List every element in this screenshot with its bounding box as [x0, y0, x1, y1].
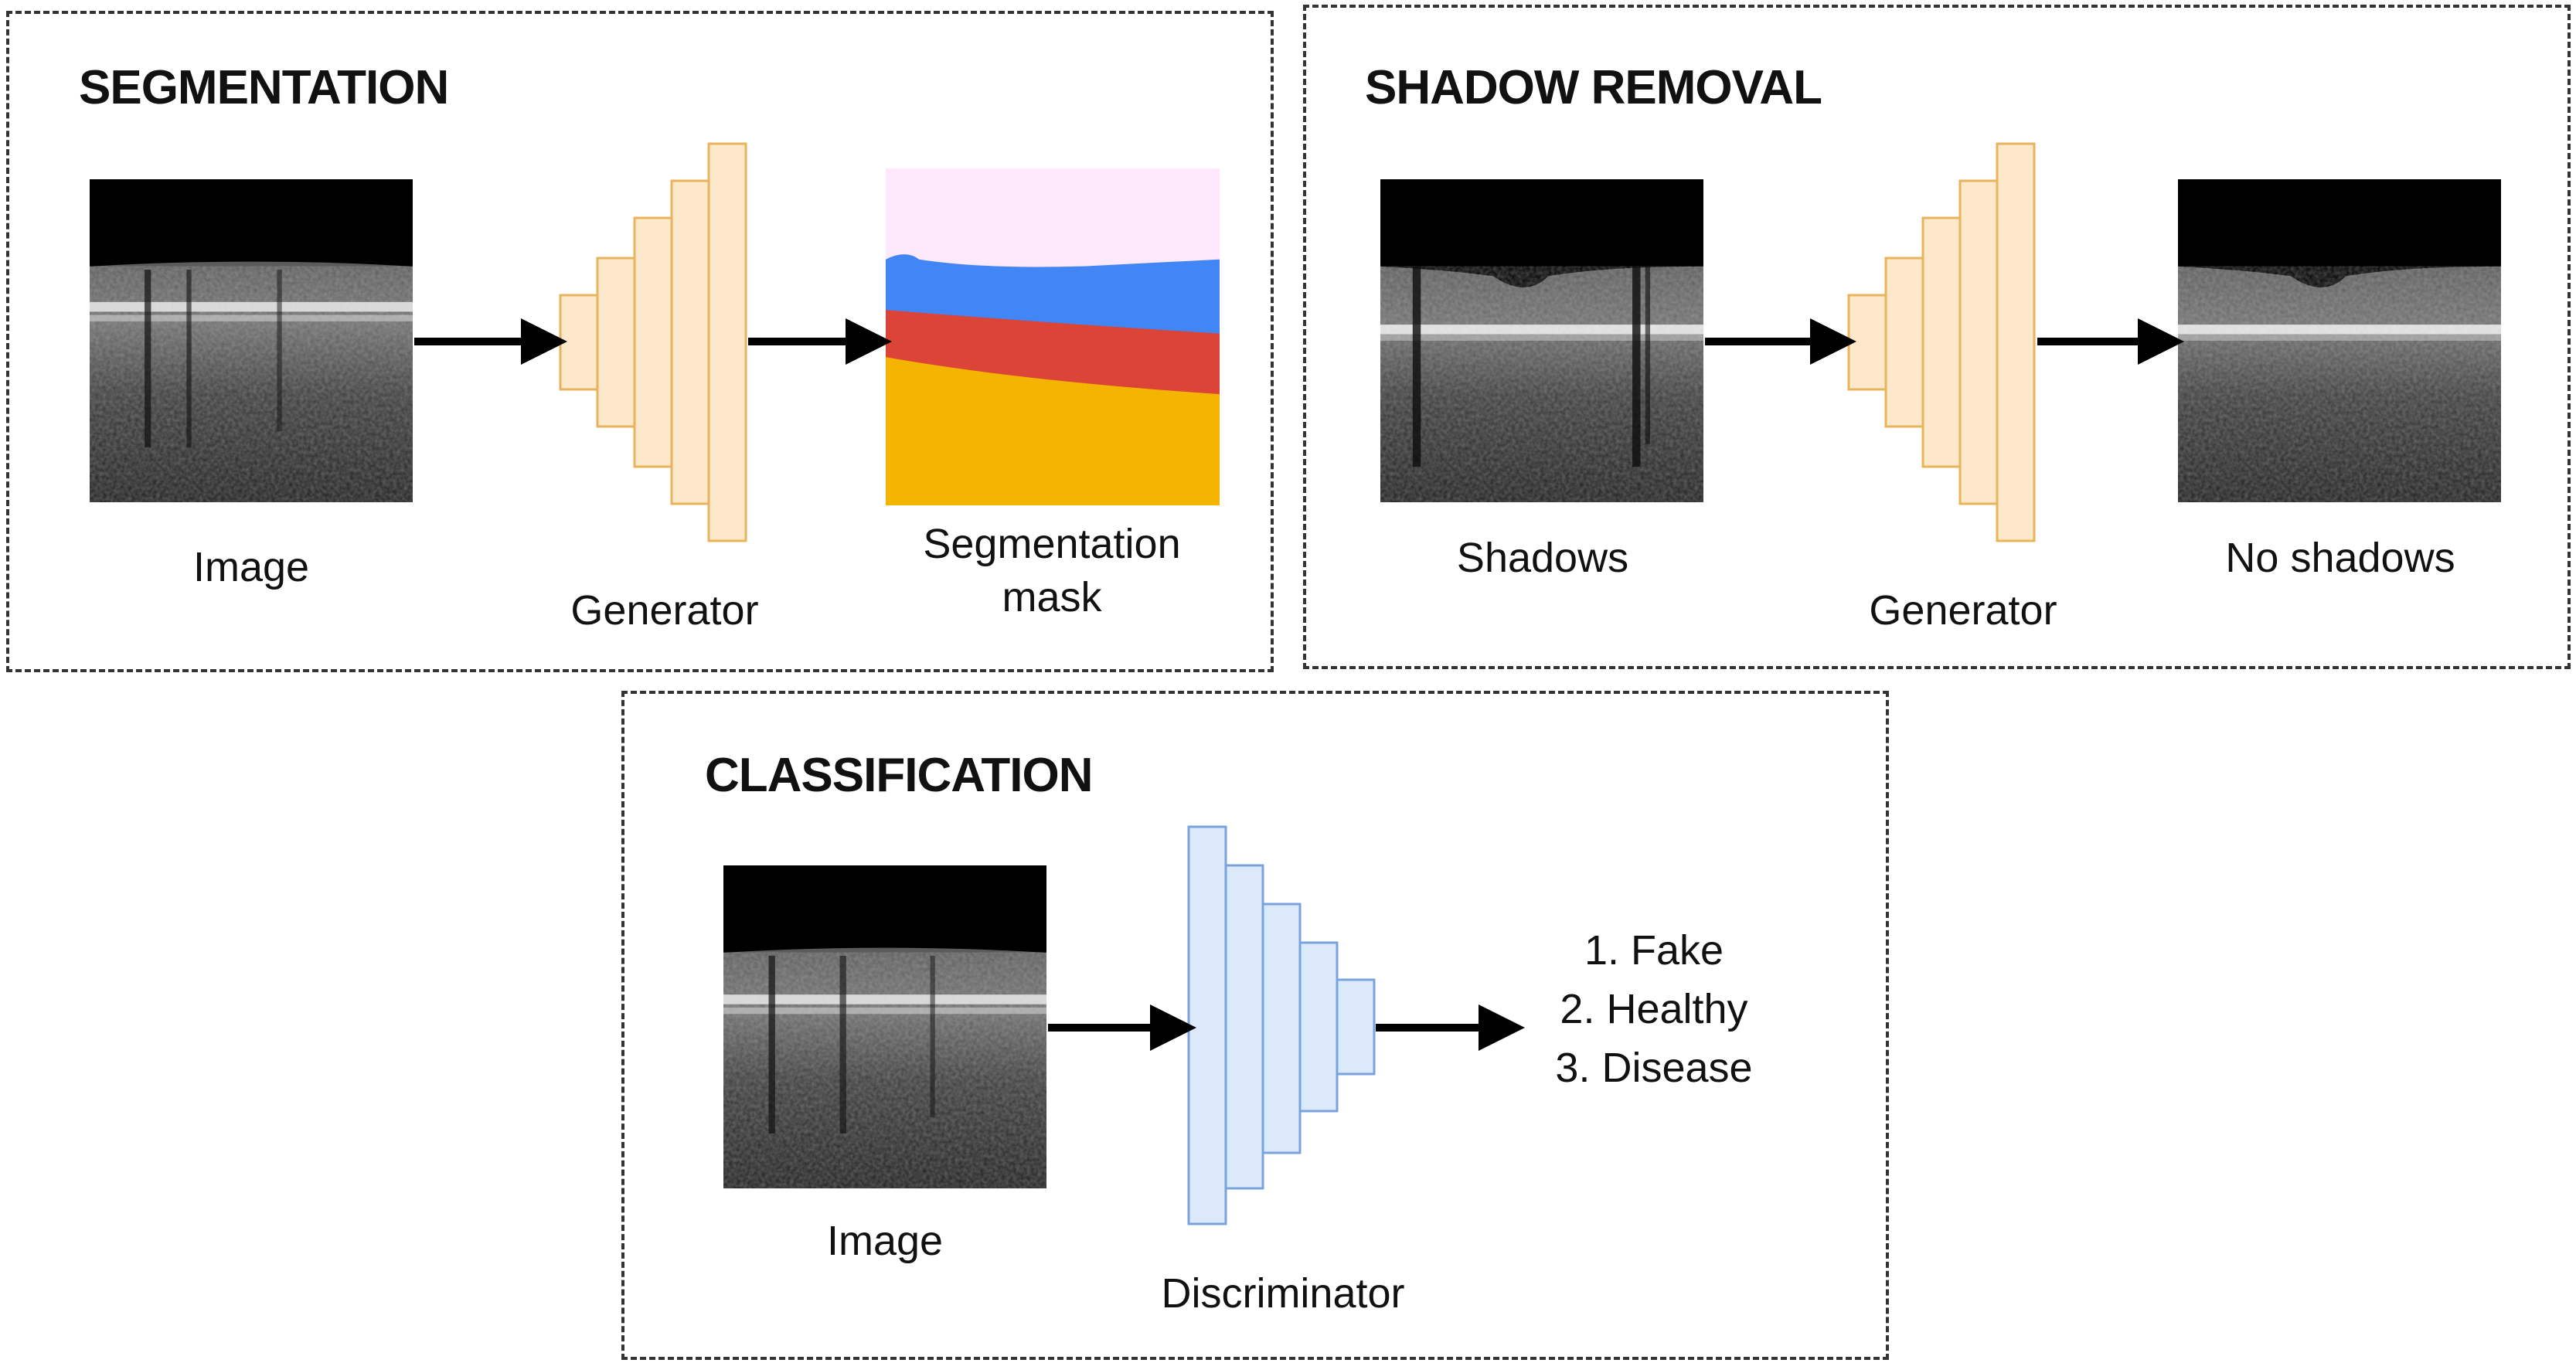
- generator-layer-5: [707, 142, 747, 542]
- generator-layer-4: [670, 179, 710, 505]
- shadow-output-label: No shadows: [2225, 535, 2455, 581]
- classification-output-list: 1. Fake 2. Healthy 3. Disease: [1530, 921, 1778, 1097]
- output-item-disease: 3. Disease: [1555, 1045, 1753, 1091]
- segmentation-input-image: [90, 179, 413, 502]
- discriminator-layer-3: [1261, 902, 1302, 1154]
- classification-input-image: [723, 865, 1046, 1188]
- segmentation-network-label: Generator: [570, 587, 759, 634]
- classification-input-label: Image: [826, 1218, 944, 1264]
- generator-layer-3: [1921, 216, 1962, 468]
- mask-layer-yellow: [886, 357, 1220, 505]
- shadow-input-image: [1380, 179, 1703, 502]
- generator-layer-2: [1884, 257, 1924, 428]
- segmentation-output-label-line1: Segmentation: [923, 521, 1181, 567]
- output-item-fake: 1. Fake: [1584, 927, 1724, 974]
- generator-layer-4: [1958, 179, 1999, 505]
- shadow-input-label: Shadows: [1456, 535, 1629, 581]
- generator-layer-3: [633, 216, 673, 468]
- segmentation-output-label: Segmentation mask: [870, 518, 1234, 624]
- segmentation-input-label: Image: [192, 544, 310, 590]
- discriminator-layer-5: [1336, 978, 1376, 1076]
- segmentation-output-label-line2: mask: [1002, 574, 1102, 621]
- output-item-healthy: 2. Healthy: [1560, 986, 1748, 1032]
- classification-panel: CLASSIFICATION: [621, 691, 1889, 1360]
- classification-network-label: Discriminator: [1161, 1270, 1405, 1317]
- shadow-network-label: Generator: [1869, 587, 2057, 634]
- generator-layer-5: [1996, 142, 2036, 542]
- segmentation-panel: SEGMENTATION: [6, 11, 1274, 672]
- shadow-removal-panel: SHADOW REMOVAL: [1303, 5, 2571, 669]
- classification-title: CLASSIFICATION: [705, 749, 1093, 802]
- discriminator-layer-2: [1224, 864, 1264, 1190]
- shadow-output-image: [2178, 179, 2501, 502]
- segmentation-mask-image: [886, 168, 1220, 505]
- shadow-removal-title: SHADOW REMOVAL: [1365, 61, 1822, 114]
- segmentation-title: SEGMENTATION: [79, 61, 449, 114]
